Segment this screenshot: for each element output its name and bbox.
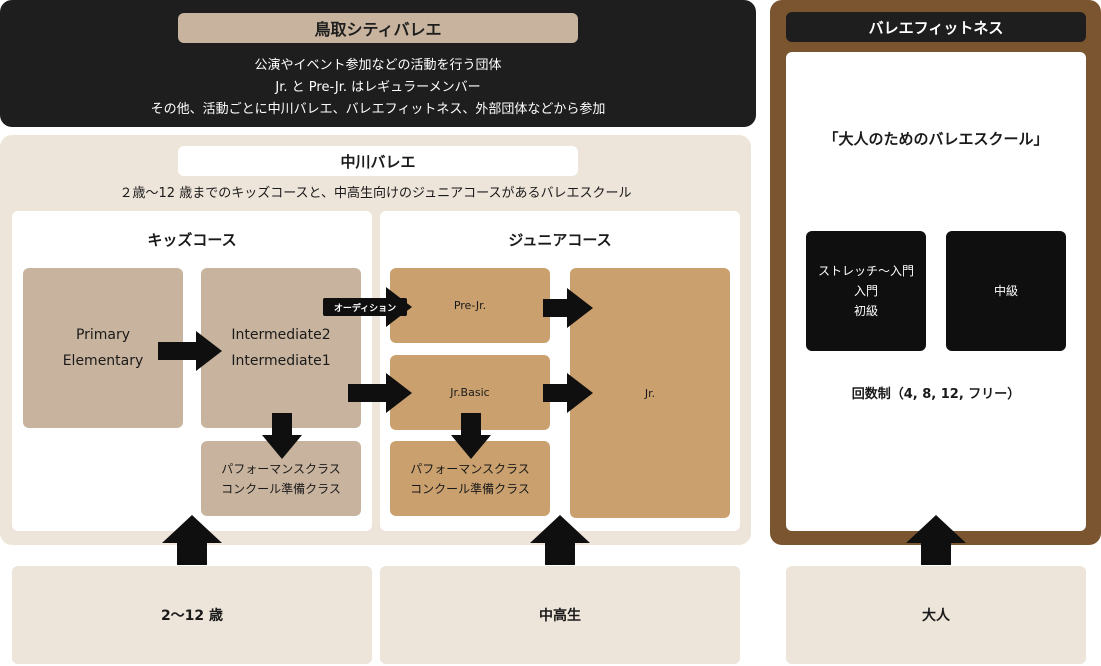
arrow-up-icon <box>162 515 222 565</box>
arrow-right-icon <box>348 373 412 413</box>
fitness-beginner-box: ストレッチ〜入門 入門 初級 <box>806 231 926 351</box>
junior-course-title: ジュニアコース <box>508 231 612 249</box>
pre-jr-box: Pre-Jr. <box>390 268 550 343</box>
jr-basic-label: Jr.Basic <box>450 386 490 399</box>
nakagawa-ballet-title: 中川バレエ <box>178 146 578 176</box>
nakagawa-ballet-description: ２歳〜12 歳までのキッズコースと、中高生向けのジュニアコースがあるバレエスクー… <box>119 186 632 201</box>
arrow-right-icon <box>543 373 593 413</box>
kids-course-title: キッズコース <box>147 231 237 249</box>
intermediate1-label: Intermediate1 <box>231 353 331 369</box>
arrow-right-icon <box>158 331 222 371</box>
age-adult-box: 大人 <box>786 566 1086 664</box>
jr-box: Jr. <box>570 268 730 518</box>
intermediate-box: Intermediate2 Intermediate1 <box>201 268 361 428</box>
elementary-label: Elementary <box>62 353 144 369</box>
primary-elementary-box: Primary Elementary <box>23 268 183 428</box>
intro-label: 入門 <box>853 284 878 298</box>
arrow-up-icon <box>906 515 966 565</box>
city-ballet-line-3: その他、活動ごとに中川バレエ、バレエフィットネス、外部団体などから参加 <box>150 102 606 117</box>
city-ballet-title: 鳥取シティバレエ <box>178 13 578 43</box>
arrow-down-icon <box>451 413 491 459</box>
junior-performance-class-label: パフォーマンスクラス <box>410 461 530 476</box>
age-adult-label: 大人 <box>922 608 950 624</box>
stretch-intro-label: ストレッチ〜入門 <box>817 264 914 278</box>
audition-label: オーディション <box>323 298 407 316</box>
ballet-fitness-title: バレエフィットネス <box>786 12 1086 42</box>
intermediate-level-label: 中級 <box>993 284 1018 298</box>
arrow-down-icon <box>262 413 302 459</box>
kids-concours-class-label: コンクール準備クラス <box>221 481 341 496</box>
pre-jr-label: Pre-Jr. <box>453 299 487 312</box>
arrow-up-icon <box>530 515 590 565</box>
primary-label: Primary <box>75 327 131 343</box>
arrow-right-icon <box>543 288 593 328</box>
age-kids-box: 2〜12 歳 <box>12 566 372 664</box>
fitness-pricing-note: 回数制（4, 8, 12, フリー） <box>851 387 1021 402</box>
ballet-fitness-subtitle: 「大人のためのバレエスクール」 <box>823 130 1049 148</box>
city-ballet-line-2: Jr. と Pre-Jr. はレギュラーメンバー <box>275 80 481 95</box>
fitness-intermediate-box: 中級 <box>946 231 1066 351</box>
kids-performance-class-label: パフォーマンスクラス <box>221 461 341 476</box>
age-junior-box: 中高生 <box>380 566 740 664</box>
city-ballet-line-1: 公演やイベント参加などの活動を行う団体 <box>254 58 502 73</box>
intermediate2-label: Intermediate2 <box>231 327 331 343</box>
junior-concours-class-label: コンクール準備クラス <box>410 481 530 496</box>
age-junior-label: 中高生 <box>539 608 581 624</box>
jr-label: Jr. <box>644 386 656 400</box>
beginner-label: 初級 <box>853 304 878 318</box>
age-kids-label: 2〜12 歳 <box>160 608 224 624</box>
